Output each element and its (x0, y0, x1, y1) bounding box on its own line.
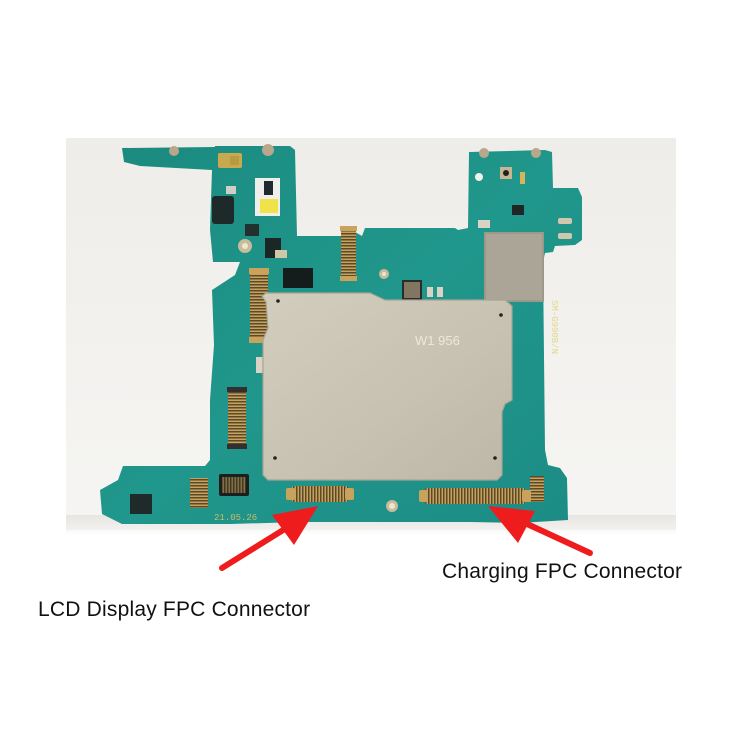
arrow-charging-connector (488, 506, 593, 556)
fpc-connector-left-upper (250, 270, 268, 340)
ic-chip (283, 268, 313, 288)
lcd-fpc-connector (292, 486, 348, 502)
ic-chip (212, 196, 234, 224)
small-connector (190, 478, 208, 508)
screw-post (169, 146, 179, 156)
mount-hole (475, 173, 483, 181)
fpc-connector-left-lower (228, 389, 246, 447)
fpc-connector-top (341, 228, 356, 280)
small-connector (530, 476, 544, 502)
board-id-silkscreen: SM-G990B/N (549, 300, 559, 354)
lcd-connector-label: LCD Display FPC Connector (38, 598, 311, 621)
charging-fpc-connector (425, 488, 525, 504)
charging-connector-label: Charging FPC Connector (442, 560, 683, 583)
shield-marking: W1 956 (415, 333, 460, 348)
date-code-silkscreen: 21.05.26 (214, 513, 257, 523)
arrow-lcd-connector (219, 506, 318, 571)
ic-chip (130, 494, 152, 514)
screw-post (262, 144, 274, 156)
main-shield-can (261, 292, 513, 481)
